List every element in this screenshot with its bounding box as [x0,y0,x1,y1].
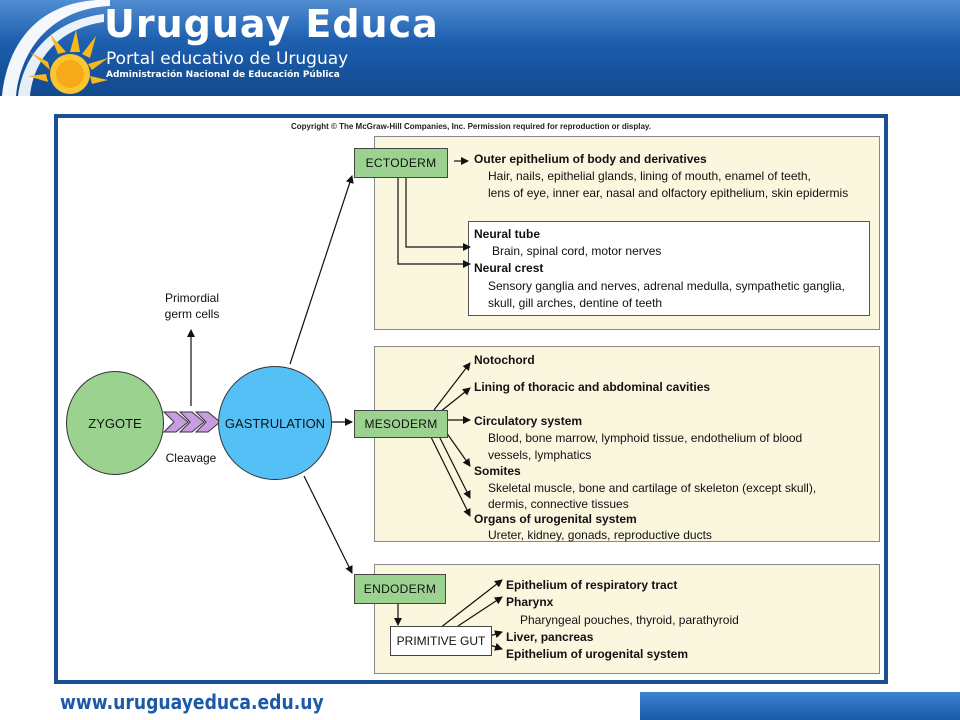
footer-url-link[interactable]: www.uruguayeduca.edu.uy [60,690,324,714]
gastrulation-node: GASTRULATION [218,366,332,480]
site-header: Uruguay Educa Portal educativo de Urugua… [0,0,960,96]
diagram-arrows [162,157,503,651]
outer-epithelium-line2: lens of eye, inner ear, nasal and olfact… [488,186,849,200]
neural-tube-line1: Brain, spinal cord, motor nerves [492,244,662,258]
diagram-frame: Copyright © The McGraw-Hill Companies, I… [54,114,888,684]
brand-subtitle: Portal educativo de Uruguay [106,49,349,69]
outer-epithelium-title: Outer epithelium of body and derivatives [474,152,707,166]
respiratory-label: Epithelium of respiratory tract [506,578,678,592]
footer-bar [640,692,960,720]
urogenital-title: Organs of urogenital system [474,512,637,526]
liver-label: Liver, pancreas [506,630,594,644]
copyright-notice: Copyright © The McGraw-Hill Companies, I… [290,122,652,131]
neural-box [468,221,870,316]
outer-epithelium-line1: Hair, nails, epithelial glands, lining o… [488,169,811,183]
gastrulation-label: GASTRULATION [224,415,326,431]
circulatory-title: Circulatory system [474,414,583,428]
somites-title: Somites [474,464,521,478]
circulatory-line1: Blood, bone marrow, lymphoid tissue, end… [488,431,803,445]
lining-label: Lining of thoracic and abdominal cavitie… [474,380,711,394]
primordial-line1: Primordial [164,291,219,305]
somites-line2: dermis, connective tissues [488,497,629,511]
brand-title[interactable]: Uruguay Educa [104,2,439,46]
zygote-node: ZYGOTE [66,371,164,475]
pharynx-title: Pharynx [506,595,554,609]
primordial-line2: germ cells [164,307,220,321]
neural-crest-line1: Sensory ganglia and nerves, adrenal medu… [488,279,845,293]
urogenital-epithelium-label: Epithelium of urogenital system [506,647,689,661]
primordial-germ-cells-label: Primordial germ cells [152,290,232,322]
header-shine [0,0,960,40]
mesoderm-node: MESODERM [354,410,448,438]
ectoderm-node: ECTODERM [354,148,448,178]
zygote-label: ZYGOTE [88,415,142,431]
urogenital-line1: Ureter, kidney, gonads, reproductive duc… [488,528,712,542]
endoderm-node: ENDODERM [354,574,446,604]
neural-crest-line2: skull, gill arches, dentine of teeth [488,296,663,310]
neural-tube-title: Neural tube [474,227,541,241]
brand-agency: Administración Nacional de Educación Púb… [106,70,340,80]
pharynx-line1: Pharyngeal pouches, thyroid, parathyroid [520,613,739,627]
neural-crest-title: Neural crest [474,261,544,275]
somites-line1: Skeletal muscle, bone and cartilage of s… [488,481,817,495]
cleavage-label: Cleavage [165,451,217,465]
sun-logo-icon[interactable] [0,0,110,96]
circulatory-line2: vessels, lymphatics [488,448,592,462]
primitive-gut-node: PRIMITIVE GUT [390,626,492,656]
notochord-label: Notochord [474,353,535,367]
